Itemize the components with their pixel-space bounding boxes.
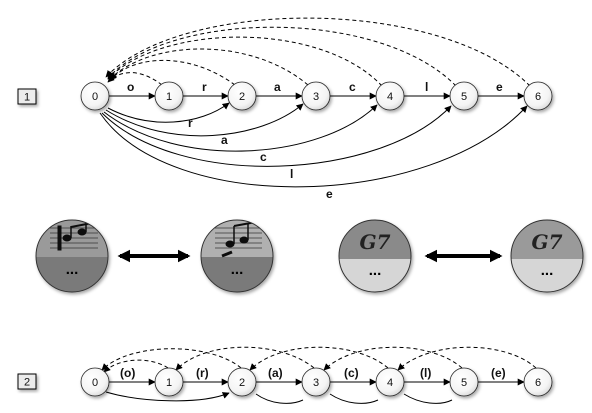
chord-c-symbol: G7 (360, 230, 391, 254)
score-b-dots: ... (231, 261, 244, 278)
back-link-3-1 (175, 346, 315, 371)
score-a-dots: ... (66, 261, 79, 278)
skip-arcs-2 (105, 391, 453, 404)
seq-label-2: a (274, 80, 281, 94)
back-link-5-3 (323, 346, 463, 371)
seq-label-4: l (425, 80, 428, 94)
node-4-label: 4 (387, 91, 393, 103)
node-6: 6 (523, 81, 553, 111)
chord-d-dots: ... (541, 262, 554, 279)
chord-circle-d: G7 ... (510, 219, 584, 293)
sequence-labels-1: o r a c l e (127, 80, 503, 94)
suffix-link-3-0 (109, 48, 309, 86)
node-5: 5 (449, 81, 479, 111)
badge-1-label: 1 (24, 92, 30, 104)
node2-3-label: 3 (313, 377, 319, 389)
skip-arc-0-6 (99, 105, 528, 188)
skip-arcs-1 (99, 102, 528, 188)
diagram-2: 2 (o) (r) (a (17, 346, 553, 404)
node2-3: 3 (301, 367, 331, 397)
node2-0: 0 (80, 367, 110, 397)
seq-label-1: r (202, 80, 207, 94)
skip-arc2-3-4 (329, 393, 379, 404)
seq2-label-3: (c) (344, 366, 359, 380)
chord-c-dots: ... (369, 262, 382, 279)
node2-2: 2 (227, 367, 257, 397)
back-link-2-0 (101, 348, 242, 371)
seq2-label-2: (a) (268, 366, 283, 380)
node-1-label: 1 (166, 91, 172, 103)
skip-arc2-2-3 (255, 393, 304, 404)
skip-arc-0-4 (103, 104, 378, 152)
node2-4: 4 (375, 367, 405, 397)
badge-2-label: 2 (24, 377, 30, 389)
suffix-links-2 (101, 346, 537, 373)
diagram-1: 1 r a c l e (17, 17, 553, 201)
suffix-link-6-0 (105, 17, 531, 87)
seq2-label-5: (e) (491, 366, 506, 380)
nodes-1: 0 1 2 3 4 5 6 (80, 81, 553, 111)
node2-6-label: 6 (535, 377, 541, 389)
node-5-label: 5 (461, 91, 467, 103)
node2-2-label: 2 (239, 377, 245, 389)
node-3: 3 (301, 81, 331, 111)
node-4: 4 (375, 81, 405, 111)
equivalence-row: ... (35, 219, 584, 293)
seq-label-5: e (496, 80, 503, 94)
suffix-link-1-0 (107, 72, 163, 86)
node2-6: 6 (523, 367, 553, 397)
skip-arc2-0-2 (105, 391, 230, 402)
score-circle-b: ... (200, 219, 274, 293)
sequence-labels-2: (o) (r) (a) (c) (l) (e) (120, 366, 506, 380)
chord-circle-c: G7 ... (338, 219, 412, 293)
node-1: 1 (154, 81, 184, 111)
skip-label-0: r (188, 116, 193, 130)
node2-1-label: 1 (166, 377, 172, 389)
skip-arc-0-2 (107, 102, 230, 123)
node-0: 0 (80, 81, 110, 111)
back-link-4-2 (249, 346, 389, 371)
seq-label-0: o (127, 80, 134, 94)
seq2-label-4: (l) (420, 366, 431, 380)
seq2-label-0: (o) (120, 366, 135, 380)
chord-d-symbol: G7 (532, 230, 563, 254)
skip-arc-0-5 (101, 105, 452, 167)
score-circle-a: ... (35, 219, 109, 293)
node-0-label: 0 (92, 91, 98, 103)
badge-1: 1 (17, 88, 37, 105)
back-link-6-4 (397, 346, 537, 371)
music-notes-b (221, 221, 257, 258)
node-6-label: 6 (535, 91, 541, 103)
badge-2: 2 (17, 373, 37, 390)
node2-5-label: 5 (461, 377, 467, 389)
skip-label-4: e (326, 187, 333, 201)
node2-0-label: 0 (92, 377, 98, 389)
staff-lines-b (215, 227, 262, 249)
skip-label-3: l (290, 167, 293, 181)
node-3-label: 3 (313, 91, 319, 103)
skip-label-2: c (260, 150, 267, 164)
seq-label-3: c (349, 80, 356, 94)
node2-5: 5 (449, 367, 479, 397)
node2-1: 1 (154, 367, 184, 397)
nodes-2: 0 1 2 3 4 5 6 (80, 367, 553, 397)
suffix-links-1 (105, 17, 531, 87)
skip-arc2-4-5 (403, 393, 453, 404)
music-notes-a (57, 222, 93, 251)
node-2: 2 (227, 81, 257, 111)
suffix-link-2-0 (109, 59, 236, 86)
skip-label-1: a (221, 133, 228, 147)
skip-arc-labels-1: r a c l e (188, 116, 333, 201)
seq2-label-1: (r) (196, 366, 209, 380)
skip-arc-0-3 (105, 103, 304, 137)
node2-4-label: 4 (387, 377, 393, 389)
node-2-label: 2 (239, 91, 245, 103)
suffix-link-5-0 (107, 26, 457, 87)
suffix-link-4-0 (107, 36, 383, 87)
